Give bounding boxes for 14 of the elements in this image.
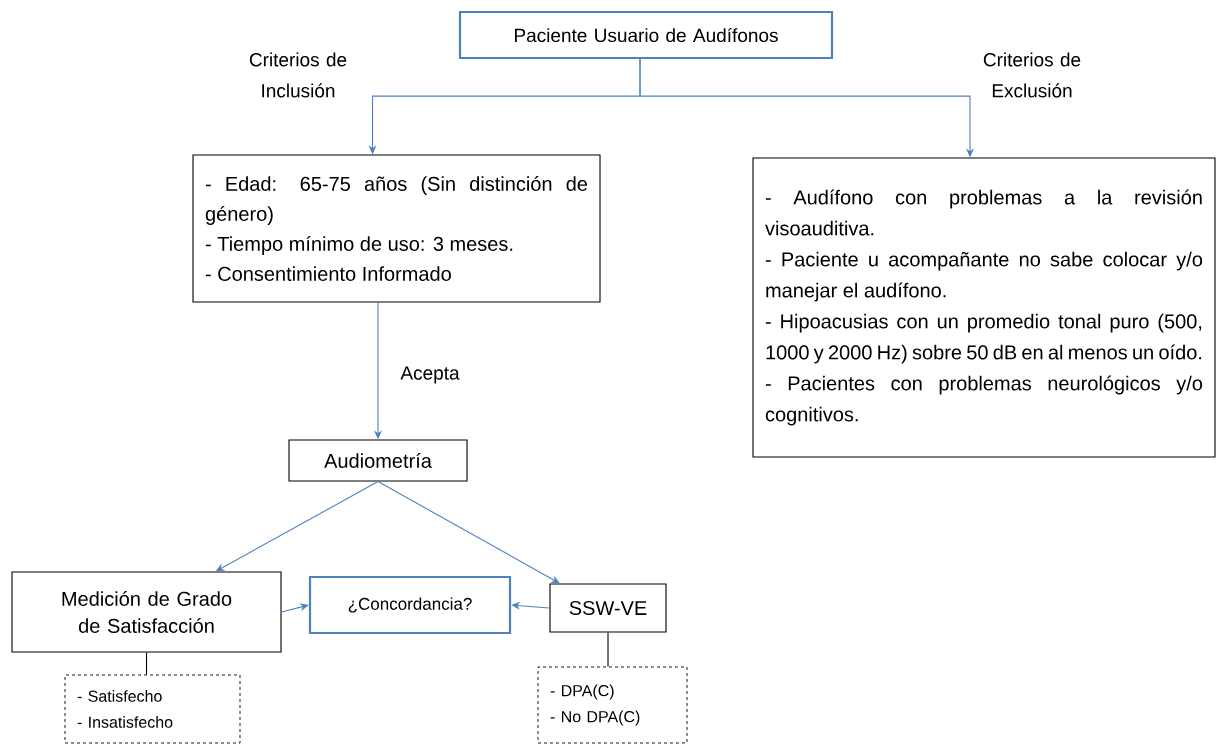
question-box: ¿Concordancia? xyxy=(308,575,512,635)
edge-label: Criterios de Exclusión xyxy=(983,52,1081,98)
process-box: SSW-VE xyxy=(549,583,667,633)
criteria-box: - Audífono con problemas a la revisión visoauditiva. - Paciente u acompañante no sabe colocar y/o manejar el audífono. - Hipoacusias con un promedio tonal puro (500, 1000 y 2000 Hz) sobre 50 dB en al menos un oído. - Pacientes con problemas neurológicos y/o cognitivos. xyxy=(752,157,1216,458)
result-box: - DPA(C) - No DPA(C) xyxy=(537,666,688,744)
result-box: - Satisfecho - Insatisfecho xyxy=(64,674,241,744)
process-box: Audiometría xyxy=(288,439,468,482)
start-box: Paciente Usuario de Audífonos xyxy=(458,10,834,60)
edge-label: Criterios de Inclusión xyxy=(249,52,347,98)
arrow xyxy=(281,603,309,613)
process-box: Medición de Grado de Satisfacción xyxy=(11,571,282,653)
criteria-box: - Edad: 65-75 años (Sin distinción de género) - Tiempo mínimo de uso: 3 meses. - Consentimiento Informado xyxy=(192,154,601,303)
arrow xyxy=(377,481,560,584)
edge-label: Acepta xyxy=(400,366,460,384)
